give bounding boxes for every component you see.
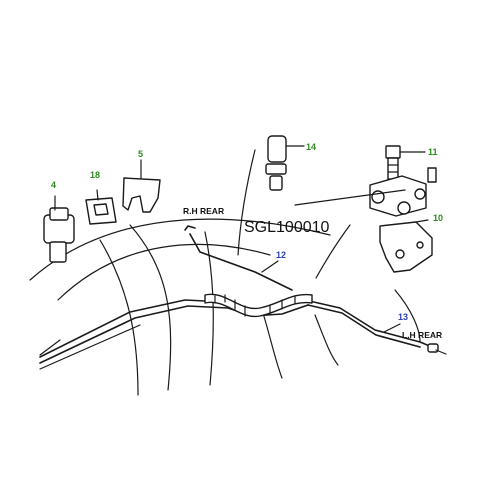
part-number-leader [294,189,406,206]
callout-18: 18 [90,170,100,180]
callout-numbers: 4 18 5 14 11 10 12 13 [51,142,443,322]
callout-4: 4 [51,180,56,190]
callout-12: 12 [276,250,286,260]
clip-part-18 [85,189,117,225]
label-rh-rear: R.H REAR [183,206,224,216]
clip-part-4 [43,195,75,263]
part-number-label: SGL100010 [244,219,330,236]
bracket-part-10 [379,219,433,273]
callout-13: 13 [398,312,408,322]
rear-pipe-union-connector [427,343,447,355]
chassis-outline-lines [29,149,421,396]
callout-10: 10 [433,213,443,223]
callout-11: 11 [428,147,438,157]
flexible-hose-bundle [204,293,313,318]
label-lh-rear: L.H REAR [402,330,442,340]
clip-part-5 [122,159,161,213]
callout-14: 14 [306,142,316,152]
pressure-valve-block [369,167,437,217]
callout-5: 5 [138,149,143,159]
fitting-part-14 [265,135,305,191]
callout-leaders [261,260,401,333]
